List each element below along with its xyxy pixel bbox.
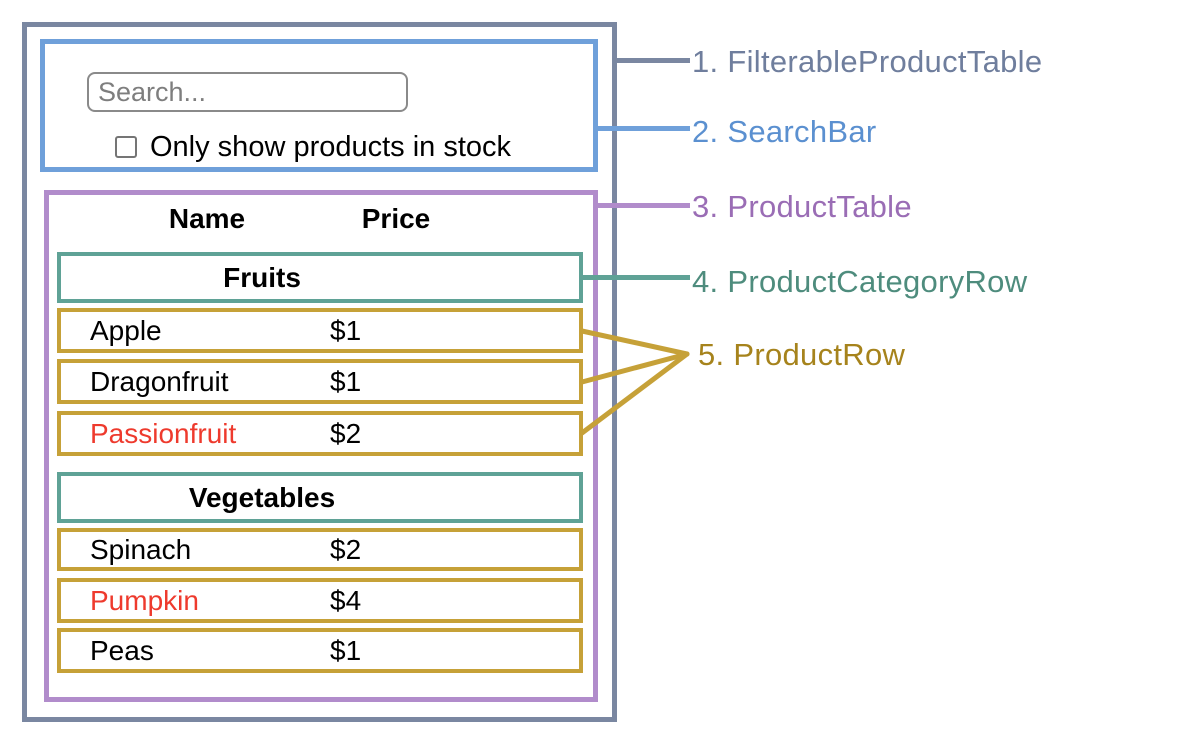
product-price: $2 [330,533,362,565]
column-header-price: Price [361,203,431,234]
annotation-filterable-product-table: 1. FilterableProductTable [692,44,1043,79]
product-price: $2 [330,417,362,449]
annotation-product-table: 3. ProductTable [692,189,912,224]
search-input[interactable] [87,72,408,112]
connector-line-product-table [594,203,690,208]
column-header-name: Name [168,203,246,234]
product-row-peas: Peas $1 [57,628,583,673]
product-name: Passionfruit [90,417,237,449]
product-row-passionfruit: Passionfruit $2 [57,411,583,456]
product-row-dragonfruit: Dragonfruit $1 [57,359,583,404]
product-name: Dragonfruit [90,365,229,397]
annotation-product-category-row: 4. ProductCategoryRow [692,264,1028,299]
in-stock-checkbox[interactable] [115,136,137,158]
product-category-row-vegetables: Vegetables [57,472,583,523]
product-category-row-fruits: Fruits [57,252,583,303]
in-stock-checkbox-label: Only show products in stock [150,131,512,163]
product-name: Spinach [90,533,192,565]
connector-fan-product-row [579,328,690,436]
product-price: $1 [330,365,362,397]
annotation-product-row: 5. ProductRow [698,337,906,372]
product-row-pumpkin: Pumpkin $4 [57,578,583,623]
connector-line-product-category-row [580,275,690,280]
product-name: Apple [90,314,162,346]
category-label: Vegetables [188,481,336,513]
product-name: Peas [90,634,154,666]
product-row-spinach: Spinach $2 [57,528,583,571]
connector-line-search-bar [593,126,690,131]
annotation-search-bar: 2. SearchBar [692,114,877,149]
product-price: $1 [330,314,362,346]
product-row-apple: Apple $1 [57,308,583,353]
product-price: $1 [330,634,362,666]
product-name: Pumpkin [90,584,199,616]
product-price: $4 [330,584,362,616]
connector-line-filterable-product-table [614,58,690,63]
category-label: Fruits [223,261,301,293]
